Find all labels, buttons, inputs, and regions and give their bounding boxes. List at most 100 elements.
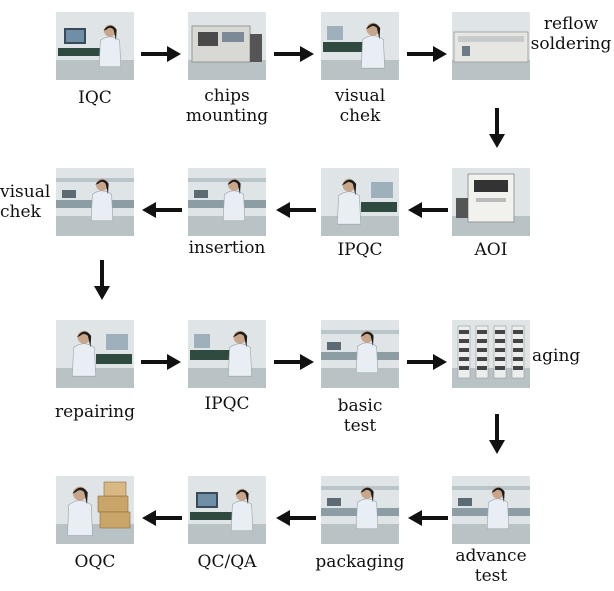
rack-unit (459, 348, 469, 352)
aoi-window (474, 180, 508, 192)
rack-unit (495, 339, 505, 343)
worker-coat (90, 190, 114, 222)
photo-floor (188, 524, 266, 544)
worker-coat (486, 498, 510, 530)
shelf (106, 334, 128, 350)
photo-floor (188, 216, 266, 236)
arrow-shape (408, 202, 448, 218)
oven-hood (458, 36, 524, 42)
step-photo (452, 476, 530, 544)
step-photo-illustration (56, 320, 134, 388)
machine-side (250, 34, 262, 62)
step-label-line: mounting (185, 106, 269, 126)
step-label-line: test (474, 566, 508, 586)
step-label: IPQC (321, 240, 399, 260)
monitor-screen (198, 494, 216, 506)
step-photo (56, 476, 134, 544)
step-photo-illustration (56, 12, 134, 80)
equipment (194, 190, 208, 198)
workbench (96, 354, 132, 364)
step-photo (188, 476, 266, 544)
step-photo-illustration (452, 168, 530, 236)
equipment (62, 190, 76, 198)
step-photo (188, 320, 266, 388)
shelf (194, 334, 210, 348)
photo-floor (188, 60, 266, 80)
flow-arrow-right (141, 354, 181, 370)
desk (190, 512, 240, 520)
step-photo-illustration (452, 12, 530, 80)
step-label-line: reflow (543, 14, 599, 34)
flow-arrow-right (274, 354, 314, 370)
step-photo-illustration (56, 168, 134, 236)
arrow-shape (407, 46, 447, 62)
step-label-line: soldering (530, 34, 612, 54)
rack-unit (477, 330, 487, 334)
desk (58, 48, 108, 56)
rack-unit (495, 357, 505, 361)
step-photo (56, 320, 134, 388)
step-label: QC/QA (188, 552, 266, 572)
step-label-line: OQC (74, 552, 116, 572)
shelf (371, 182, 393, 198)
rack-unit (477, 339, 487, 343)
step-photo-illustration (452, 320, 530, 388)
step-photo (56, 168, 134, 236)
step-photo-illustration (321, 12, 399, 80)
step-photo (321, 320, 399, 388)
aoi-side-unit (456, 198, 468, 218)
equipment (327, 498, 341, 506)
overhead-rail (321, 486, 399, 490)
step-photo (452, 320, 530, 388)
oven-control (462, 46, 470, 56)
step-label-line: test (343, 416, 377, 436)
worker-coat (355, 342, 379, 374)
step-photo (56, 12, 134, 80)
rack-unit (513, 366, 523, 370)
flow-arrow-left (142, 510, 182, 526)
step-label-line: basic (337, 396, 383, 416)
arrow-shape (141, 354, 181, 370)
photo-floor (321, 368, 399, 388)
step-label-line: visual (334, 86, 386, 106)
photo-floor (452, 524, 530, 544)
step-photo (188, 168, 266, 236)
step-label-line: aging (532, 346, 581, 366)
flow-arrow-left (408, 510, 448, 526)
step-photo-illustration (56, 476, 134, 544)
rack-unit (459, 357, 469, 361)
flow-arrow-left (142, 202, 182, 218)
overhead-rail (321, 330, 399, 334)
step-photo-illustration (321, 168, 399, 236)
rack-unit (459, 366, 469, 370)
step-label: OQC (56, 552, 134, 572)
worker-coat (336, 191, 362, 225)
rack-unit (477, 348, 487, 352)
rack-unit (513, 339, 523, 343)
flow-arrow-left (276, 202, 316, 218)
photo-floor (452, 60, 530, 80)
worker-coat (355, 498, 379, 530)
overhead-rail (452, 486, 530, 490)
arrow-shape (276, 202, 316, 218)
worker-coat (222, 190, 246, 222)
machine-window (198, 32, 218, 46)
workbench (323, 42, 367, 52)
step-label-line: insertion (188, 238, 266, 258)
aoi-slot (476, 198, 506, 202)
arrow-shape (407, 354, 447, 370)
worker-coat (71, 343, 97, 377)
step-photo-illustration (452, 476, 530, 544)
rack-unit (477, 357, 487, 361)
arrow-shape (274, 354, 314, 370)
flow-arrow-right (274, 46, 314, 62)
workbench (361, 202, 397, 212)
step-label: AOI (452, 240, 530, 260)
flow-arrow-left (408, 202, 448, 218)
arrow-shape (94, 260, 110, 300)
